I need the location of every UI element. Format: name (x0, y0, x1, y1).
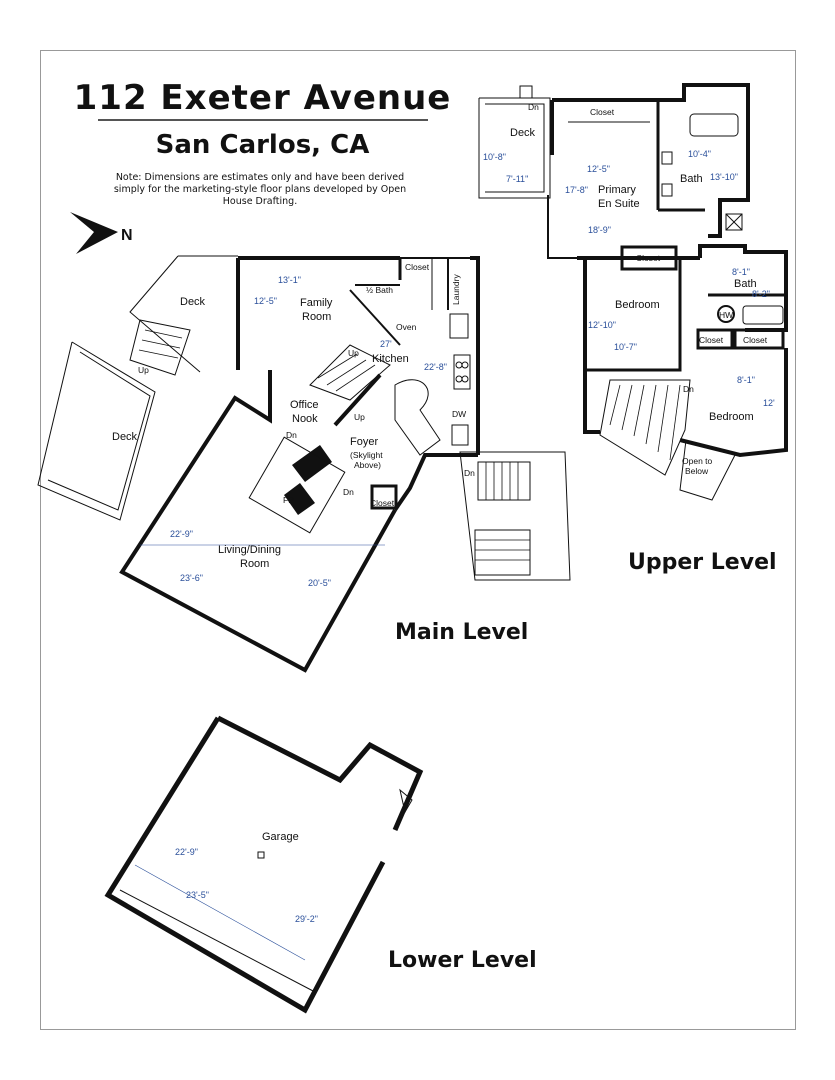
bedroom1-label: Bedroom (615, 299, 660, 311)
half-bath-label: ½ Bath (366, 285, 393, 295)
upper-closet-b: Closet (743, 335, 768, 345)
living-length: 23'-6" (180, 573, 203, 583)
family-label-2: Room (302, 311, 331, 323)
water-heater-label: HW (719, 310, 733, 320)
main-dn-3: Dn (464, 468, 475, 478)
lower-level-plan (104, 715, 424, 1014)
family-label-1: Family (300, 297, 333, 309)
bedroom1-length: 10'-7" (614, 342, 637, 352)
oven-label: Oven (396, 322, 417, 332)
fireplace-label: FP (283, 495, 294, 505)
foyer-label-2: (Skylight (350, 450, 383, 460)
living-width: 22'-9" (170, 529, 193, 539)
bedroom2-length: 12' (763, 398, 775, 408)
upper-closet-mid: Closet (636, 253, 661, 263)
main-level-plan (37, 255, 571, 673)
foyer-closet: Closet (370, 498, 395, 508)
laundry-label: Laundry (451, 274, 461, 305)
kitchen-width: 27' (380, 339, 392, 349)
family-width: 13'-1" (278, 275, 301, 285)
garage-width: 22'-9" (175, 847, 198, 857)
main-stair-up-2: Up (354, 412, 365, 422)
dishwasher-label: DW (452, 409, 466, 419)
open-below-2: Below (685, 466, 709, 476)
bath2-label: Bath (734, 278, 757, 290)
bath2-width: 8'-1" (732, 267, 750, 277)
kitchen-length: 22'-8" (424, 362, 447, 372)
main-level-label: Main Level (395, 620, 529, 645)
living-label-2: Room (240, 558, 269, 570)
bath1-length: 13'-10" (710, 172, 738, 182)
upper-deck-length: 7'-11" (506, 174, 528, 184)
upper-stair-dn: Dn (683, 384, 694, 394)
bath1-label: Bath (680, 173, 703, 185)
office-label-2: Nook (292, 413, 318, 425)
garage-length: 23'-5" (186, 890, 209, 900)
compass-label: N (121, 227, 133, 244)
family-length: 12'-5" (254, 296, 277, 306)
garage-depth: 29'-2" (295, 914, 318, 924)
family-closet: Closet (405, 262, 430, 272)
upper-deck-width: 10'-8" (483, 152, 506, 162)
title-underline (98, 119, 428, 121)
main-deck-2: Deck (112, 431, 138, 443)
page-title: 112 Exeter Avenue (73, 78, 452, 118)
bath1-width: 10'-4" (688, 149, 711, 159)
main-deck-1: Deck (180, 296, 206, 308)
suite-depth: 18'-9" (588, 225, 611, 235)
page-frame (40, 50, 796, 1030)
disclaimer-note: Note: Dimensions are estimates only and … (113, 172, 407, 207)
main-deck-up: Up (138, 365, 149, 375)
suite-length: 17'-8" (565, 185, 588, 195)
compass-north-arrow-icon (70, 212, 118, 254)
upper-deck-label: Deck (510, 127, 536, 139)
living-depth: 20'-5" (308, 578, 331, 588)
upper-level-plan (478, 83, 788, 501)
upper-closet-top: Closet (590, 107, 615, 117)
main-dn-2: Dn (343, 487, 354, 497)
suite-label-1: Primary (598, 184, 636, 196)
upper-level-label: Upper Level (628, 550, 777, 575)
garage-label: Garage (262, 831, 299, 843)
foyer-label-3: Above) (354, 460, 381, 470)
page-subtitle: San Carlos, CA (155, 130, 370, 160)
bedroom1-width: 12'-10" (588, 320, 616, 330)
main-stair-up-1: Up (348, 348, 359, 358)
kitchen-label: Kitchen (372, 353, 409, 365)
bedroom2-width: 8'-1" (737, 375, 755, 385)
bath2-length: 8'-2" (752, 289, 770, 299)
main-dn-1: Dn (286, 430, 297, 440)
suite-label-2: En Suite (598, 198, 640, 210)
living-label-1: Living/Dining (218, 544, 281, 556)
bedroom2-label: Bedroom (709, 411, 754, 423)
foyer-label-1: Foyer (350, 436, 378, 448)
office-label-1: Office (290, 399, 319, 411)
open-below-1: Open to (682, 456, 713, 466)
suite-width: 12'-5" (587, 164, 610, 174)
lower-level-label: Lower Level (388, 948, 537, 973)
upper-closet-a: Closet (699, 335, 724, 345)
upper-deck-dn: Dn (528, 102, 539, 112)
